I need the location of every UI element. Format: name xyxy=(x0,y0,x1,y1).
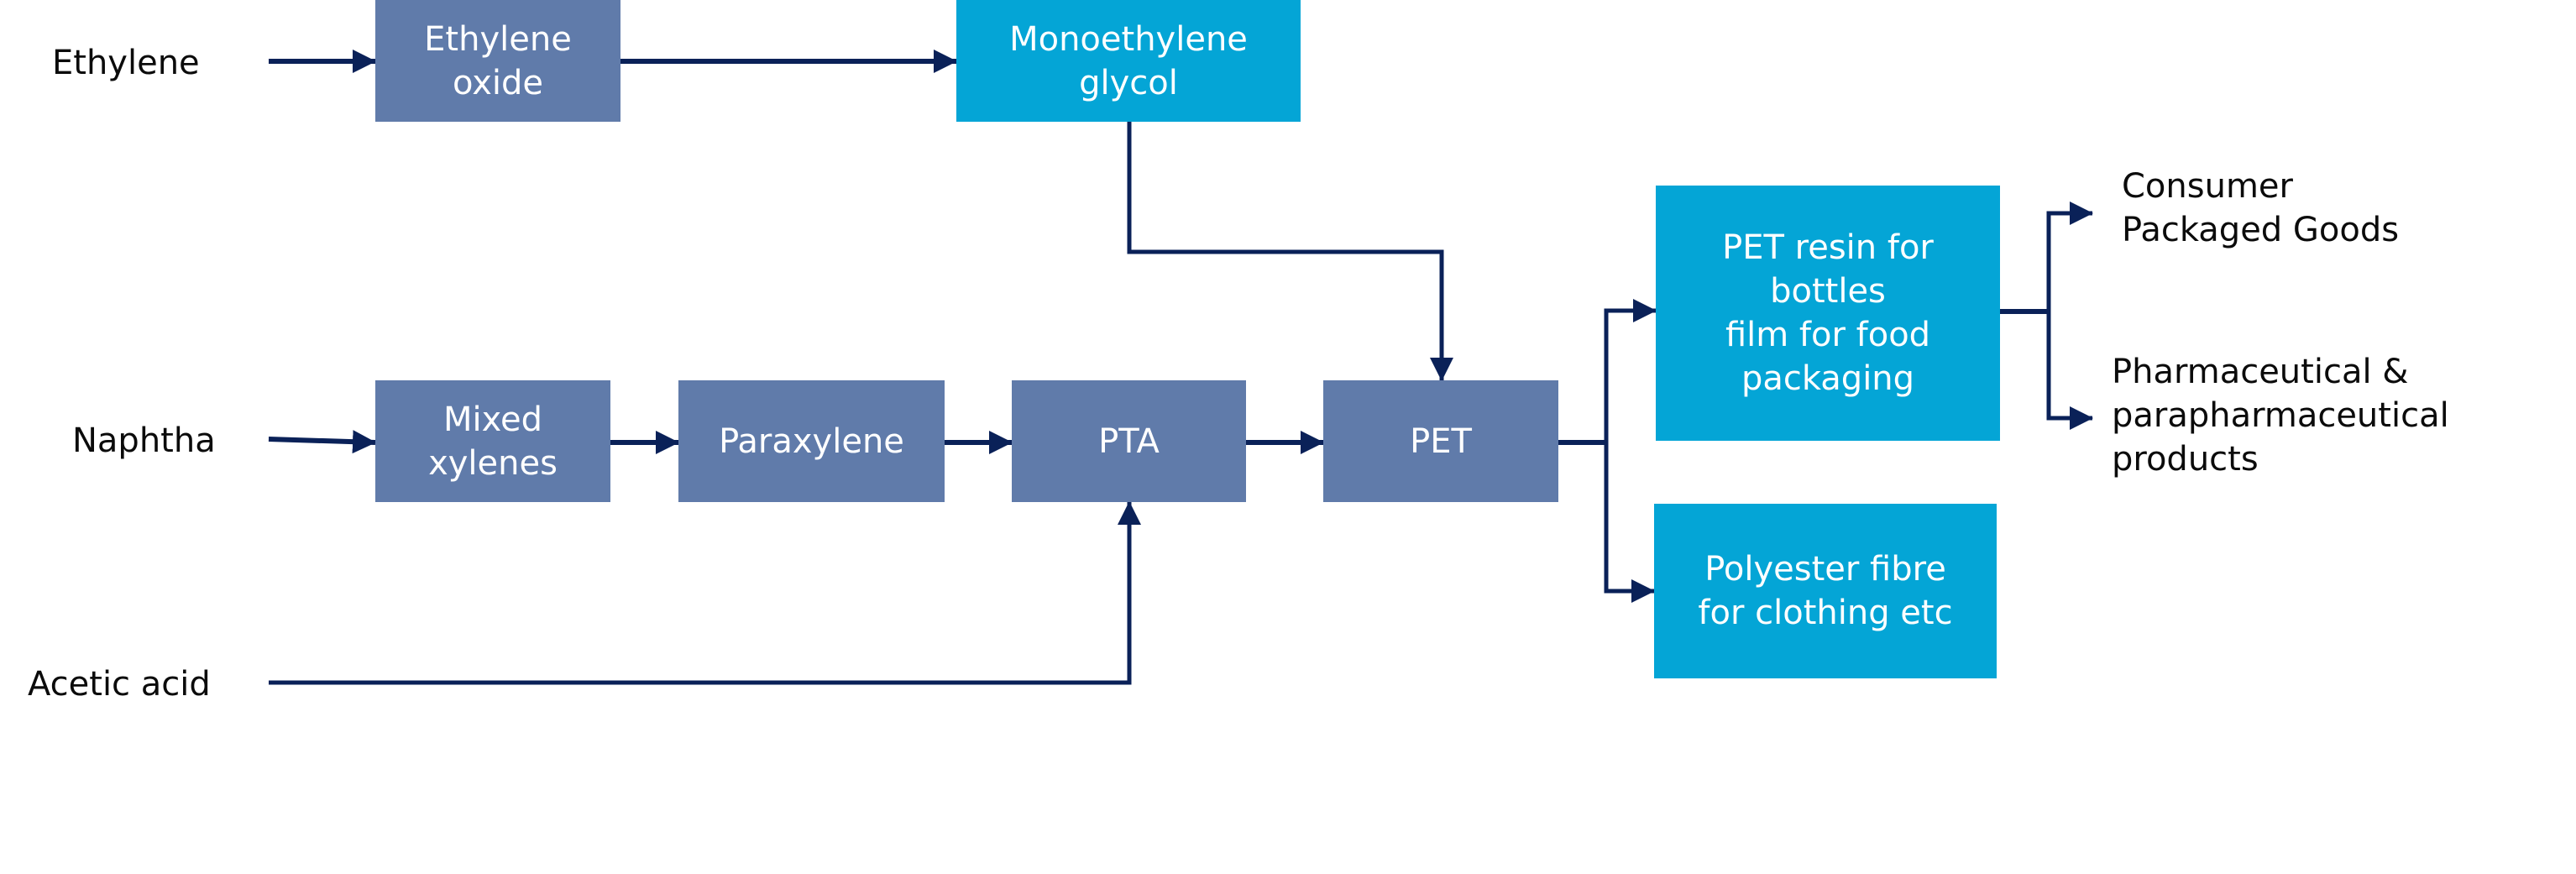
arrow-pet-to-pet-resin xyxy=(1604,299,1657,442)
node-mixed-xylenes: Mixed xylenes xyxy=(375,380,610,502)
arrow-meg-to-pet xyxy=(1127,122,1453,381)
node-monoethylene-glycol: Monoethylene glycol xyxy=(956,0,1301,122)
arrow-pet-to-polyester xyxy=(1604,442,1655,603)
output-pharmaceutical-products: Pharmaceutical & parapharmaceutical prod… xyxy=(2112,353,2449,479)
input-ethylene: Ethylene xyxy=(52,44,200,82)
node-paraxylene: Paraxylene xyxy=(678,380,945,502)
arrow-pet-resin-to-pharma xyxy=(2046,311,2093,430)
arrow-acetic-acid-to-pta xyxy=(269,501,1141,685)
node-pet-resin: PET resin for bottles film for food pack… xyxy=(1656,186,2000,441)
output-consumer-packaged-goods: Consumer Packaged Goods xyxy=(2122,167,2400,249)
arrow-pet-resin-to-consumer-goods xyxy=(2046,201,2093,311)
input-acetic-acid: Acetic acid xyxy=(28,665,211,704)
node-pta: PTA xyxy=(1012,380,1246,502)
node-pet: PET xyxy=(1323,380,1558,502)
node-ethylene-oxide: Ethylene oxide xyxy=(375,0,620,122)
input-naphtha: Naphtha xyxy=(72,421,216,460)
arrow-naphtha-to-mixed-xylenes xyxy=(268,430,376,454)
node-polyester-fibre: Polyester fibre for clothing etc xyxy=(1654,504,1997,678)
